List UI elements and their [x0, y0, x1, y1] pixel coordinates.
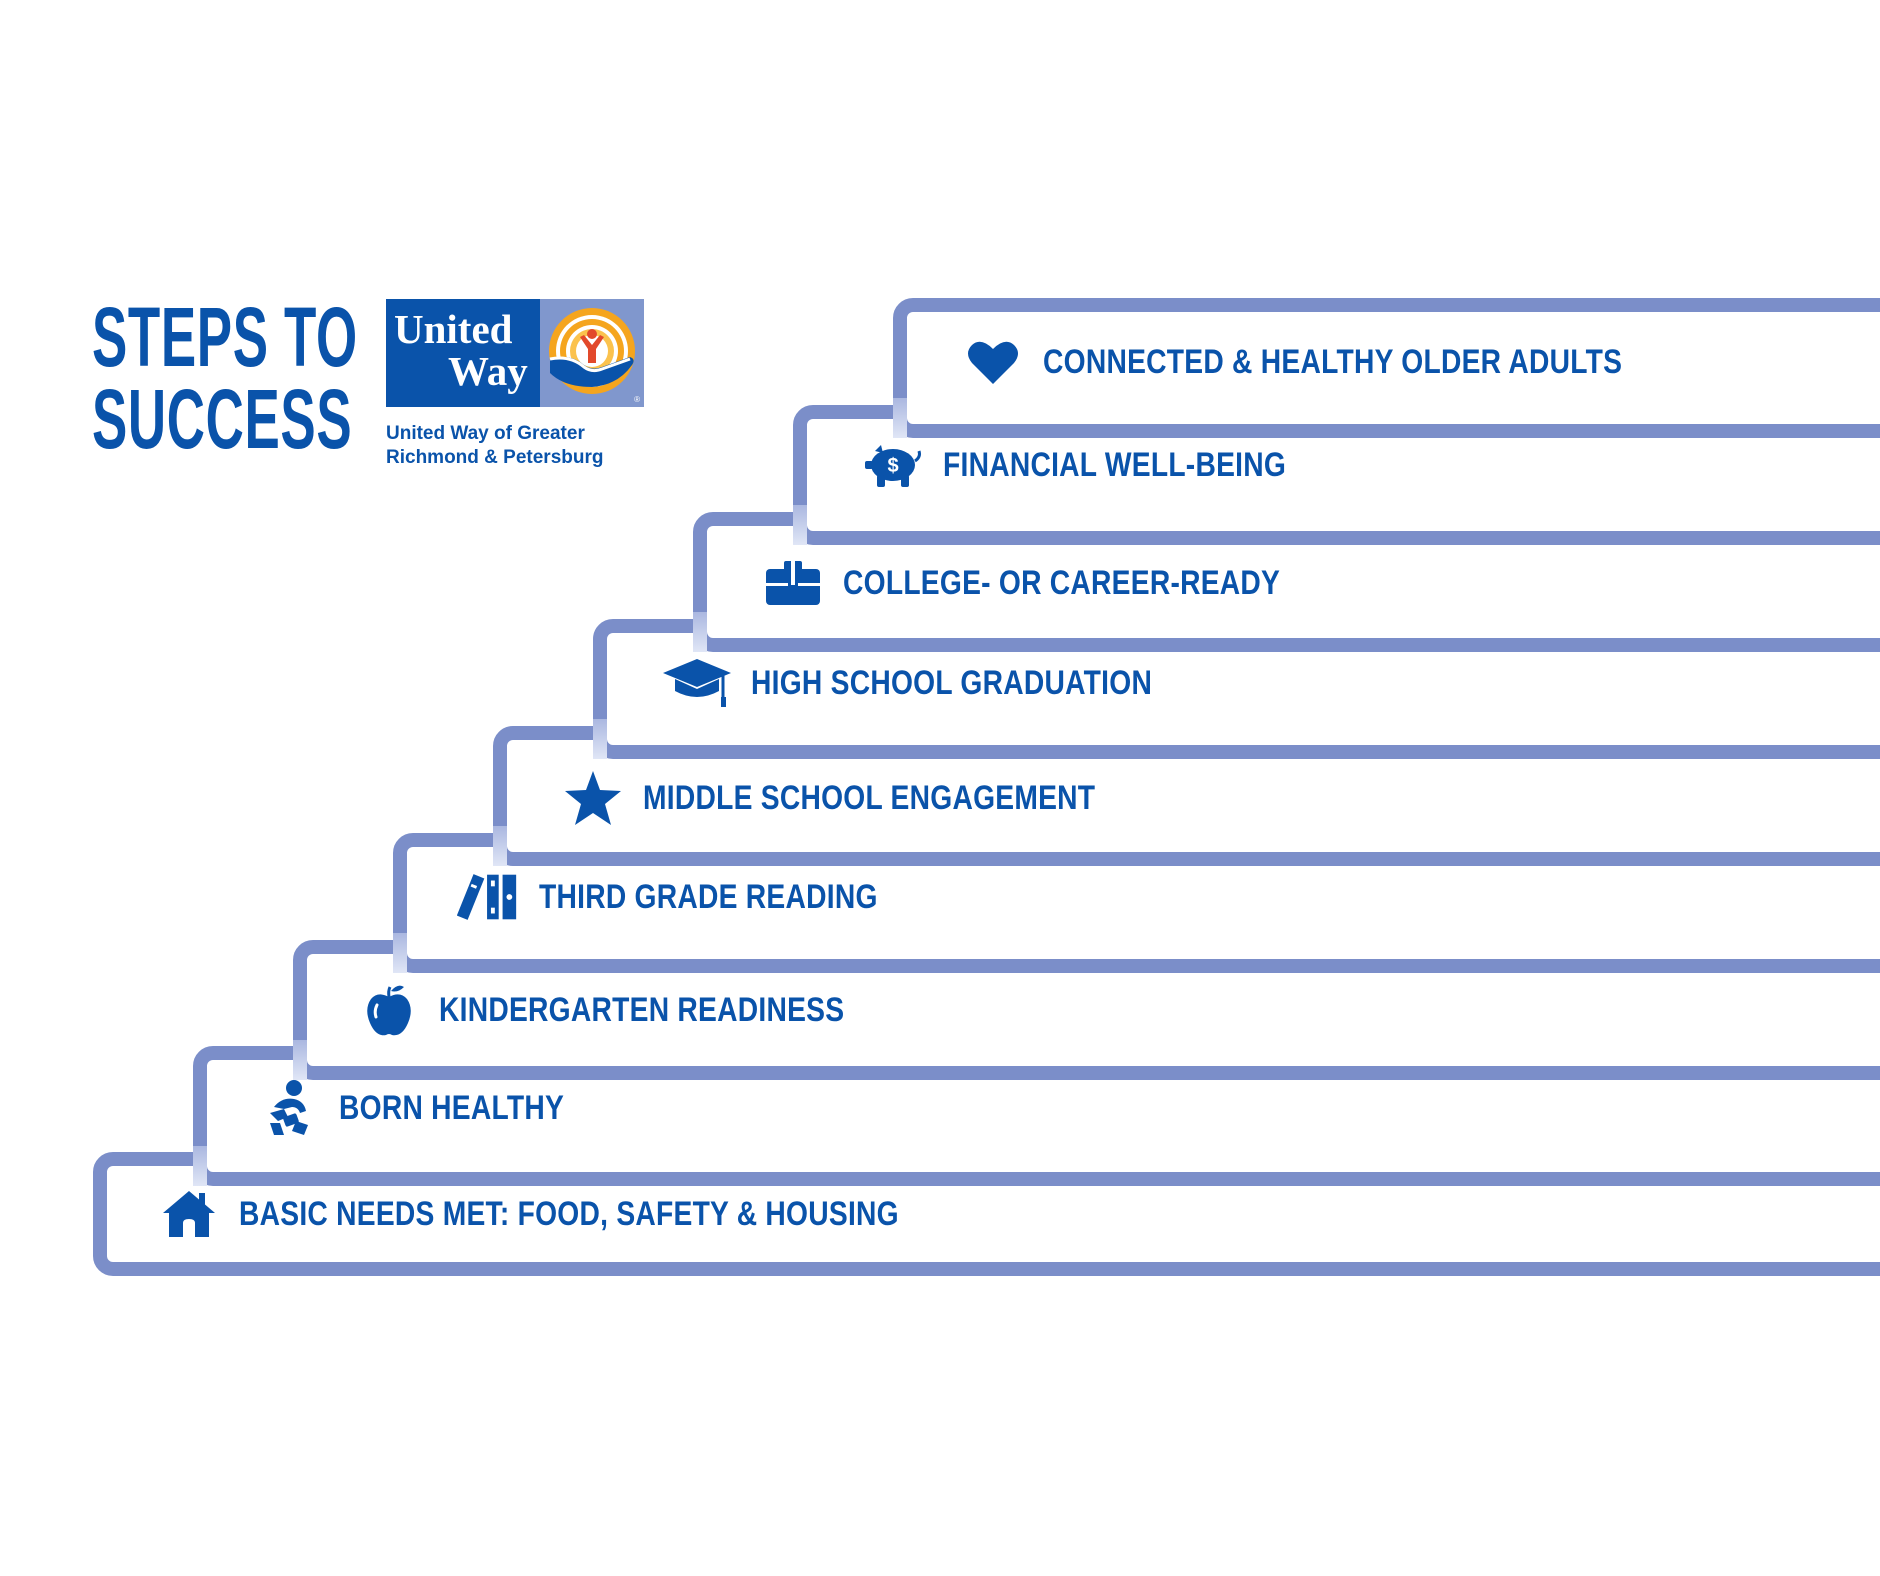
step-label-college-career-ready: COLLEGE- OR CAREER-READY — [843, 564, 1281, 602]
united-way-logo: United Way ® — [386, 299, 644, 407]
books-icon — [457, 865, 521, 929]
step-label-third-grade-reading: THIRD GRADE READING — [539, 878, 878, 916]
step-label-basic-needs: BASIC NEEDS MET: FOOD, SAFETY & HOUSING — [239, 1195, 899, 1233]
briefcase-icon — [761, 551, 825, 615]
step-label-high-school-graduation: HIGH SCHOOL GRADUATION — [751, 664, 1153, 702]
step-riser — [693, 612, 707, 652]
logo-word-united: United — [394, 306, 513, 352]
step-connected-older-adults: CONNECTED & HEALTHY OLDER ADULTS — [893, 298, 1880, 438]
page-title: STEPS TO SUCCESS — [92, 290, 358, 466]
logo-word-way: Way — [448, 348, 528, 394]
star-icon — [561, 766, 625, 830]
svg-text:$: $ — [887, 455, 898, 477]
house-icon — [157, 1182, 221, 1246]
organization-line-1: United Way of Greater — [386, 423, 585, 444]
step-label-kindergarten-readiness: KINDERGARTEN READINESS — [439, 991, 845, 1029]
heart-icon — [961, 330, 1025, 394]
step-riser — [493, 826, 507, 866]
organization-caption: United Way of Greater Richmond & Petersb… — [386, 422, 603, 470]
hand-sun-person-emblem-icon — [549, 308, 635, 394]
piggy-bank-icon: $ — [861, 433, 925, 497]
step-label-financial-well-being: FINANCIAL WELL-BEING — [943, 446, 1287, 484]
step-riser — [393, 933, 407, 973]
logo-emblem-panel: ® — [540, 299, 644, 407]
step-riser — [593, 719, 607, 759]
baby-icon — [257, 1076, 321, 1140]
step-riser — [193, 1146, 207, 1186]
title-line-1: STEPS TO — [92, 290, 358, 384]
step-riser — [893, 398, 907, 438]
title-line-2: SUCCESS — [92, 372, 353, 466]
step-label-connected-older-adults: CONNECTED & HEALTHY OLDER ADULTS — [1043, 343, 1623, 381]
step-riser — [793, 505, 807, 545]
step-label-middle-school-engagement: MIDDLE SCHOOL ENGAGEMENT — [643, 779, 1096, 817]
organization-line-2: Richmond & Petersburg — [386, 447, 604, 468]
apple-icon — [357, 978, 421, 1042]
registered-mark: ® — [634, 395, 640, 404]
graduation-cap-icon — [661, 651, 733, 715]
step-label-born-healthy: BORN HEALTHY — [339, 1089, 565, 1127]
step-riser — [293, 1040, 307, 1080]
